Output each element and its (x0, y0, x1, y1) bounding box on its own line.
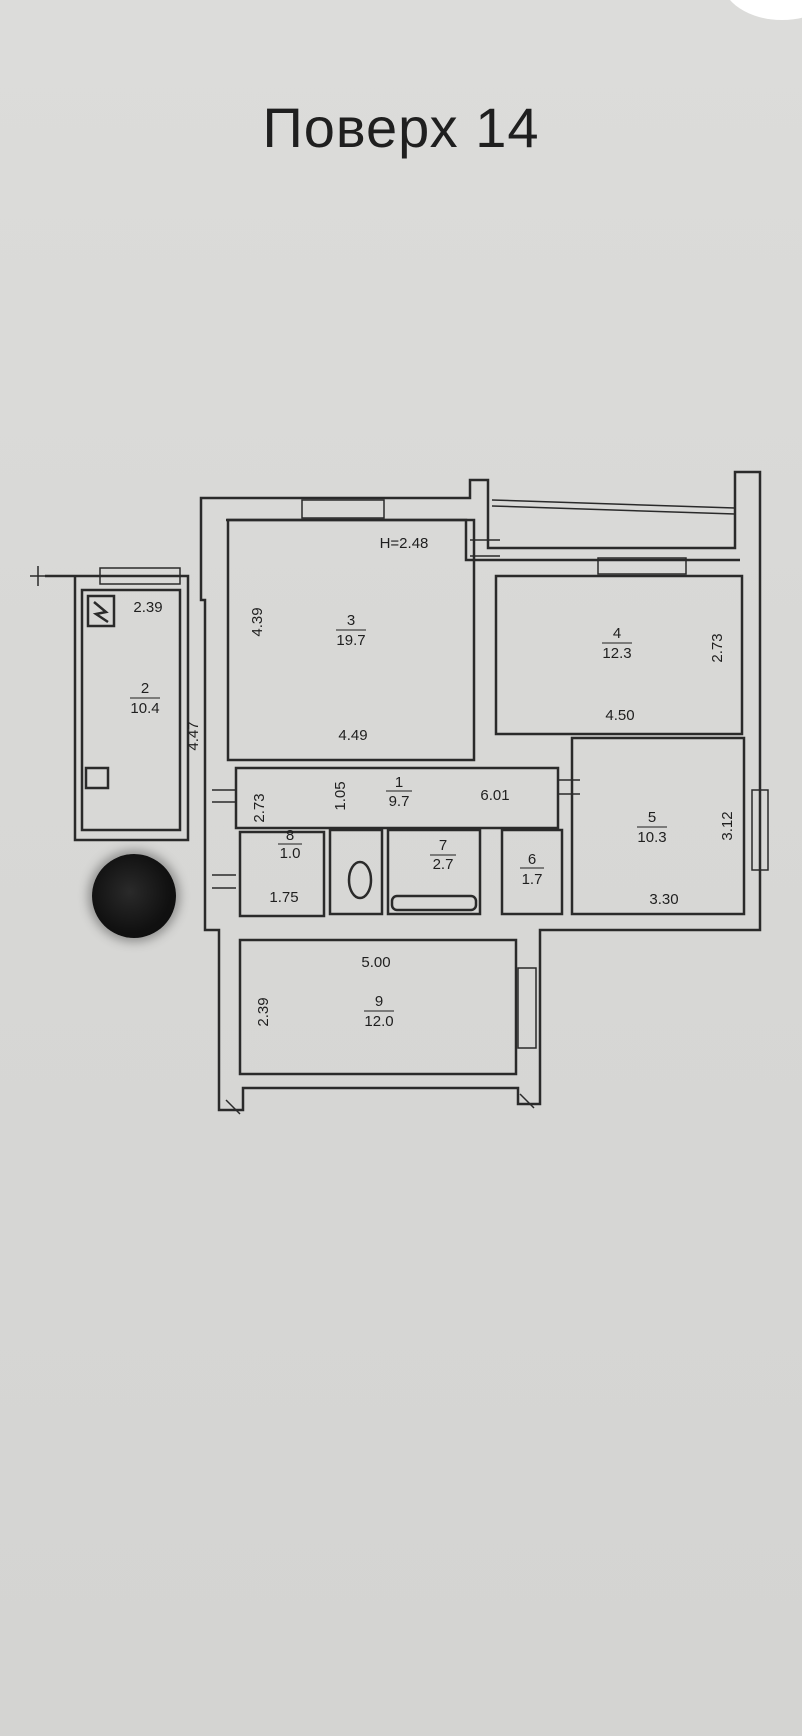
room5-number: 5 (648, 809, 656, 826)
dim-hall-length: 2.73 (251, 793, 268, 822)
room3-area: 19.7 (336, 632, 365, 649)
window-room3 (301, 499, 385, 519)
stove (86, 594, 116, 628)
window-room9 (517, 967, 537, 1049)
ceiling-height: H=2.48 (380, 535, 429, 552)
window-room2 (99, 567, 181, 585)
room6 (500, 828, 564, 916)
corridor (234, 766, 560, 830)
room2-area: 10.4 (130, 700, 159, 717)
room7-area: 2.7 (433, 856, 454, 873)
dim-room2-length: 4.47 (185, 721, 202, 750)
dim-corridor-length: 6.01 (480, 787, 509, 804)
room9-area: 12.0 (364, 1013, 393, 1030)
sink (84, 766, 110, 790)
ink-blot (92, 854, 176, 938)
room6-area: 1.7 (522, 871, 543, 888)
room5-area: 10.3 (637, 829, 666, 846)
dim-room5-length: 3.12 (719, 811, 736, 840)
dim-room9-width: 5.00 (361, 954, 390, 971)
room1-area: 9.7 (389, 793, 410, 810)
floor-title: Поверх 14 (262, 96, 540, 159)
dim-room3-length: 4.39 (249, 607, 266, 636)
bathtub (390, 894, 478, 912)
toilet (347, 860, 373, 900)
room8-area: 1.0 (280, 845, 301, 862)
dim-room3-width: 4.49 (338, 727, 367, 744)
room7 (386, 828, 482, 916)
room4-number: 4 (613, 625, 621, 642)
dim-room4-width: 4.50 (605, 707, 634, 724)
dim-room2-width: 2.39 (133, 599, 162, 616)
room3-number: 3 (347, 612, 355, 629)
room9 (238, 938, 518, 1076)
room3 (226, 518, 476, 762)
room6-number: 6 (528, 851, 536, 868)
room2-inner (80, 588, 182, 832)
dim-room5-width: 3.30 (649, 891, 678, 908)
hall (238, 830, 326, 918)
window-room4 (597, 557, 687, 575)
room8 (328, 828, 384, 916)
window-room5 (751, 789, 769, 871)
room9-number: 9 (375, 993, 383, 1010)
room7-number: 7 (439, 837, 447, 854)
dim-room4-length: 2.73 (709, 633, 726, 662)
room2-wall (45, 574, 190, 842)
room1-number: 1 (395, 774, 403, 791)
room4 (494, 574, 744, 736)
room4-area: 12.3 (602, 645, 631, 662)
dim-hall-width: 1.75 (269, 889, 298, 906)
room2-number: 2 (141, 680, 149, 697)
room8-number: 8 (286, 827, 294, 844)
room5 (570, 736, 746, 916)
dim-room9-length: 2.39 (255, 997, 272, 1026)
dim-corridor-width: 1.05 (332, 781, 349, 810)
